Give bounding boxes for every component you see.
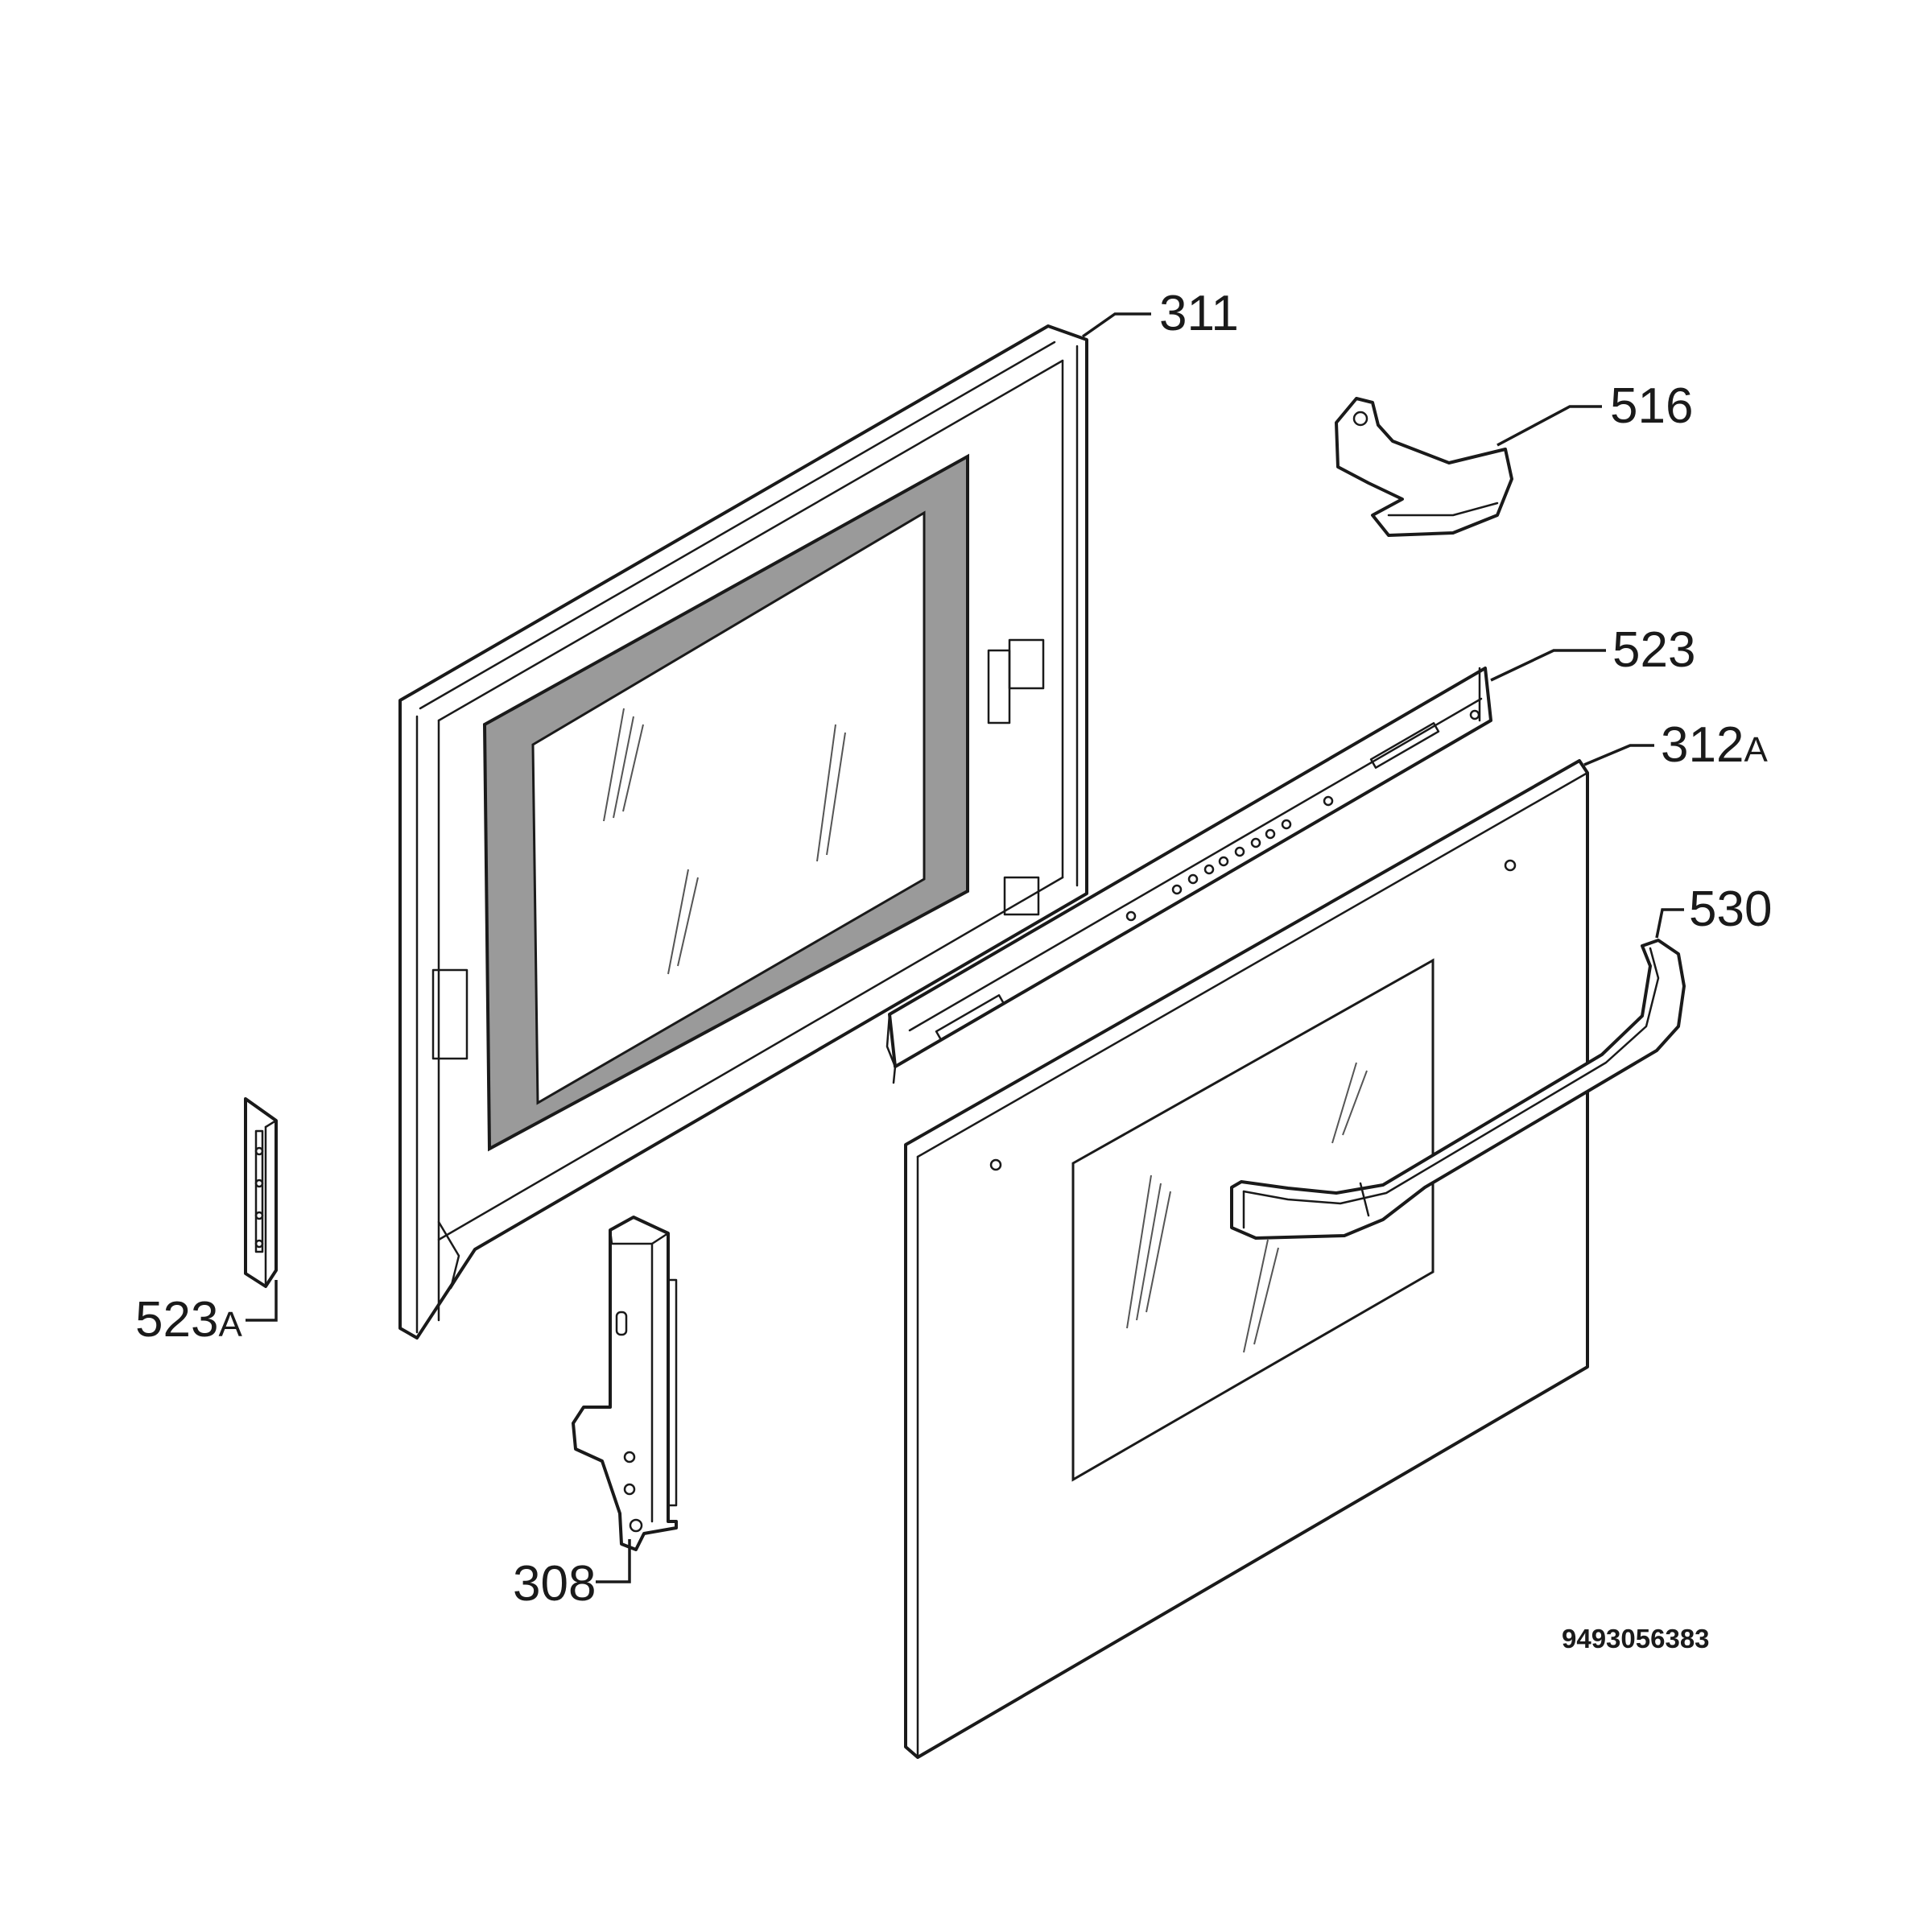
leader-lines [246, 312, 1684, 1583]
callout-523: 523 [1612, 622, 1695, 678]
door-hinge-308[interactable] [572, 1216, 678, 1551]
document-id: 9493056383 [1562, 1624, 1710, 1653]
hinge-cover-516[interactable] [1335, 397, 1513, 537]
callout-516: 516 [1610, 378, 1693, 434]
callout-530: 530 [1689, 881, 1772, 937]
side-trim-523a[interactable] [244, 1097, 278, 1288]
callout-311: 311 [1159, 286, 1239, 341]
callout-523a: 523A [135, 1292, 242, 1348]
callout-308: 308 [513, 1556, 596, 1612]
callout-312a: 312A [1661, 717, 1768, 773]
top-trim-rail-523[interactable] [886, 667, 1492, 1084]
inner-door-panel-311[interactable] [398, 324, 1088, 1340]
door-handle-530[interactable] [1230, 939, 1686, 1240]
